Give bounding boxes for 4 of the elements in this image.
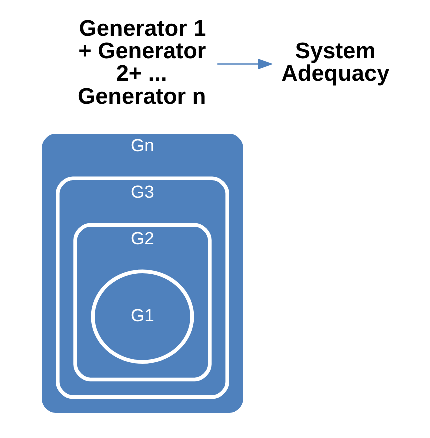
node-circle: G1 — [91, 269, 194, 364]
node-text: System Adequacy — [282, 38, 390, 86]
arrow — [218, 58, 274, 70]
node-text: Generator 1 + Generator 2+ ... Generator n — [78, 15, 206, 108]
